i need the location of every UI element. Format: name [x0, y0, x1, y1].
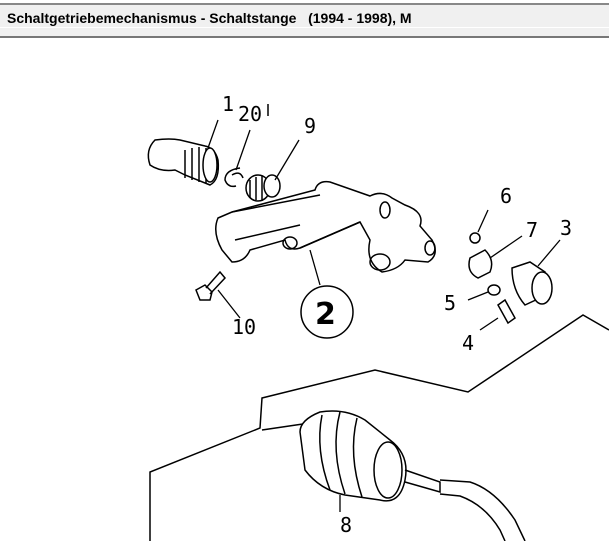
part-1-sleeve[interactable] — [147, 138, 220, 186]
part-20-clip[interactable] — [224, 167, 244, 188]
callout-8[interactable]: 8 — [340, 513, 352, 537]
part-3-cup[interactable] — [511, 261, 553, 306]
part-6-nut[interactable] — [469, 232, 481, 244]
page-title: Schaltgetriebemechanismus - Schaltstange… — [7, 10, 412, 26]
callout-4[interactable]: 4 — [462, 331, 474, 355]
callout-2-circle — [300, 285, 354, 339]
part-9-bushing[interactable] — [245, 174, 281, 202]
title-bar-divider — [0, 27, 609, 28]
title-bar: Schaltgetriebemechanismus - Schaltstange… — [0, 3, 609, 38]
part-5-washer[interactable] — [487, 284, 501, 296]
callout-3[interactable]: 3 — [560, 216, 572, 240]
leader-lines — [207, 119, 561, 512]
callout-2[interactable]: 2 — [315, 297, 336, 332]
callout-5[interactable]: 5 — [444, 291, 456, 315]
assembly-outline — [149, 314, 609, 541]
callout-10[interactable]: 10 — [232, 315, 256, 339]
callout-7[interactable]: 7 — [526, 218, 538, 242]
callout-6[interactable]: 6 — [500, 184, 512, 208]
part-10-bolt[interactable] — [195, 270, 227, 301]
callout-20[interactable]: 20 — [238, 102, 262, 126]
callout-9[interactable]: 9 — [304, 114, 316, 138]
part-7-clamp[interactable] — [468, 249, 493, 279]
part-2-shift-lever[interactable] — [215, 180, 436, 273]
part-8-boot[interactable] — [299, 410, 526, 541]
part-4-screw[interactable] — [497, 298, 516, 325]
callout-1[interactable]: 1 — [222, 92, 234, 116]
